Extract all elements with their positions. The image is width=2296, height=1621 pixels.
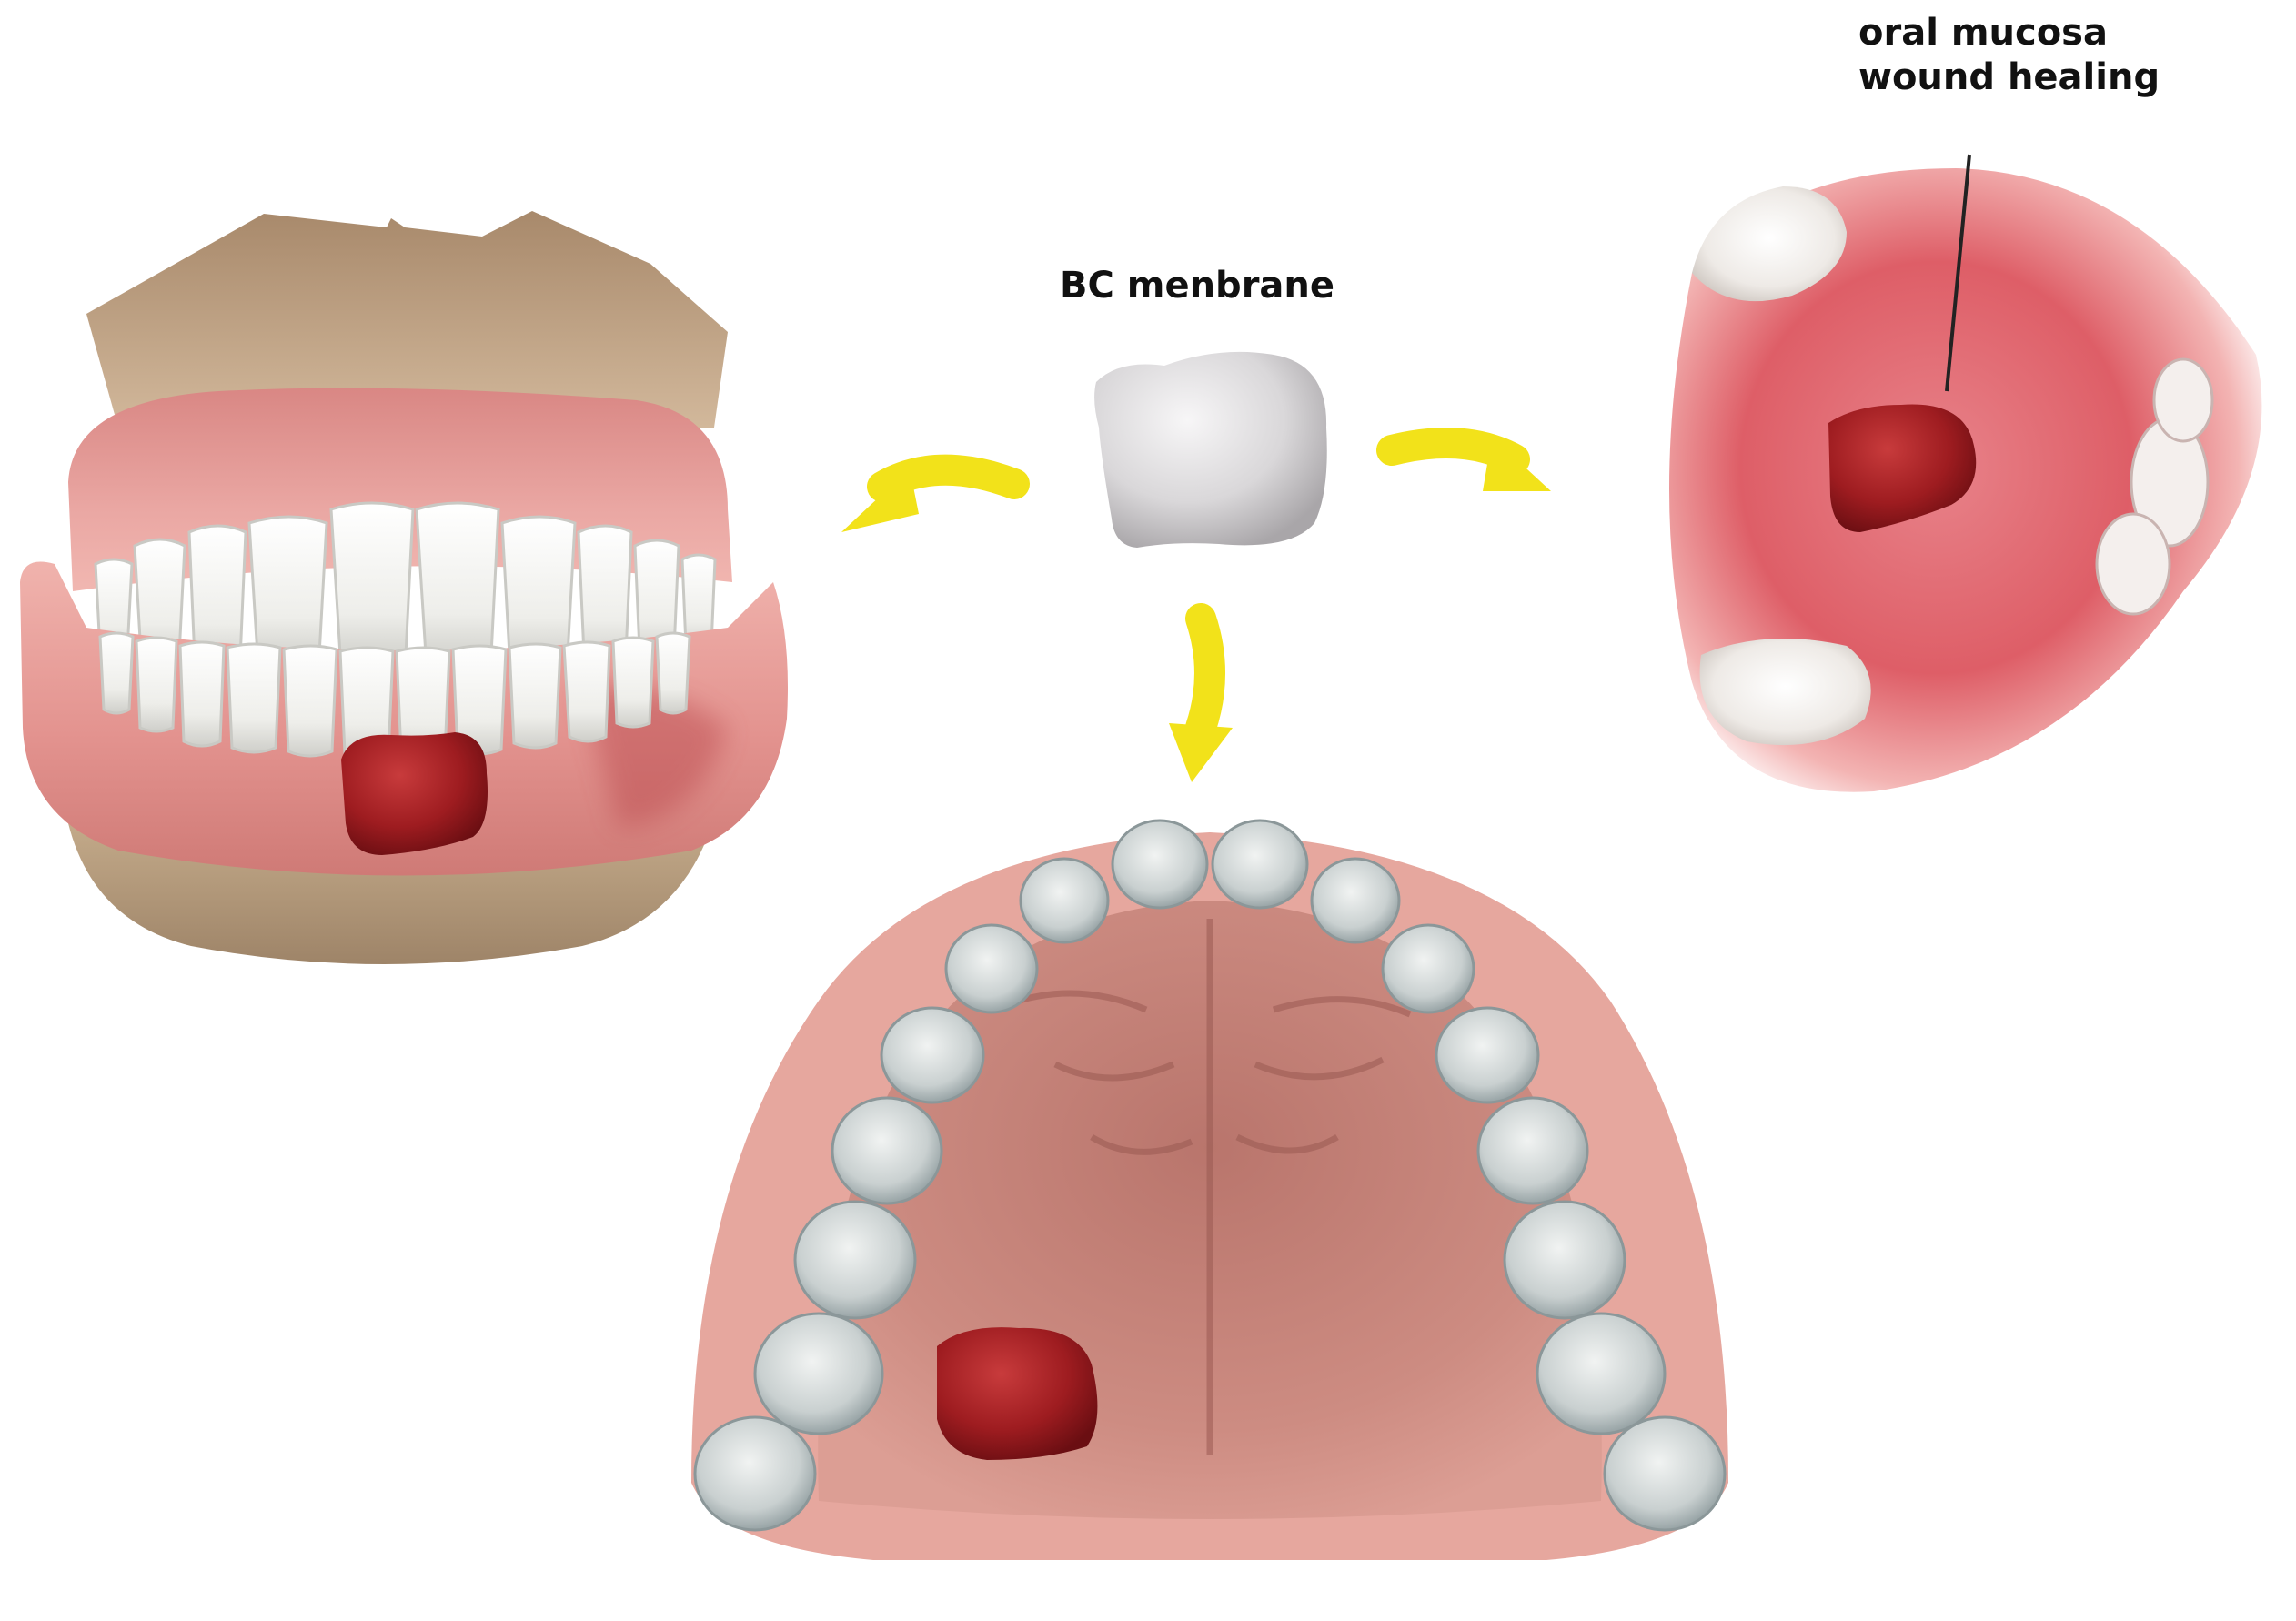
arrow-right-icon bbox=[1376, 428, 1551, 491]
dentures-front-view bbox=[20, 211, 788, 964]
jaw-teeth bbox=[693, 819, 1727, 1532]
open-mouth-mucosa-view bbox=[1669, 154, 2262, 792]
mouth-finger-bottom bbox=[1699, 639, 1871, 746]
mouth-molars bbox=[2095, 357, 2214, 616]
arrow-down-icon bbox=[1169, 603, 1233, 782]
jaw-red-membrane bbox=[937, 1327, 1098, 1460]
mouth-pointer-line bbox=[1945, 154, 1971, 392]
mouth-red-membrane bbox=[1828, 404, 1977, 532]
dentures-red-membrane bbox=[341, 732, 488, 855]
jaw-palate-rugae bbox=[1018, 919, 1412, 1455]
dentures-skin-upper bbox=[86, 211, 728, 428]
bc-membrane-patch-icon bbox=[1094, 351, 1327, 548]
oral-mucosa-label-line1: oral mucosa bbox=[1858, 12, 2108, 54]
oral-mucosa-label-line2: wound healing bbox=[1858, 55, 2160, 98]
arrow-left-icon bbox=[841, 454, 1030, 532]
upper-jaw-occlusal-view bbox=[691, 819, 1728, 1560]
oral-mucosa-wound-healing-label: oral mucosa wound healing bbox=[1858, 11, 2160, 100]
dentures-lower-teeth bbox=[98, 631, 691, 760]
bc-membrane-label: BC menbrane bbox=[1060, 265, 1335, 307]
dentures-upper-teeth bbox=[94, 501, 717, 668]
mouth-finger-top bbox=[1692, 186, 1847, 302]
